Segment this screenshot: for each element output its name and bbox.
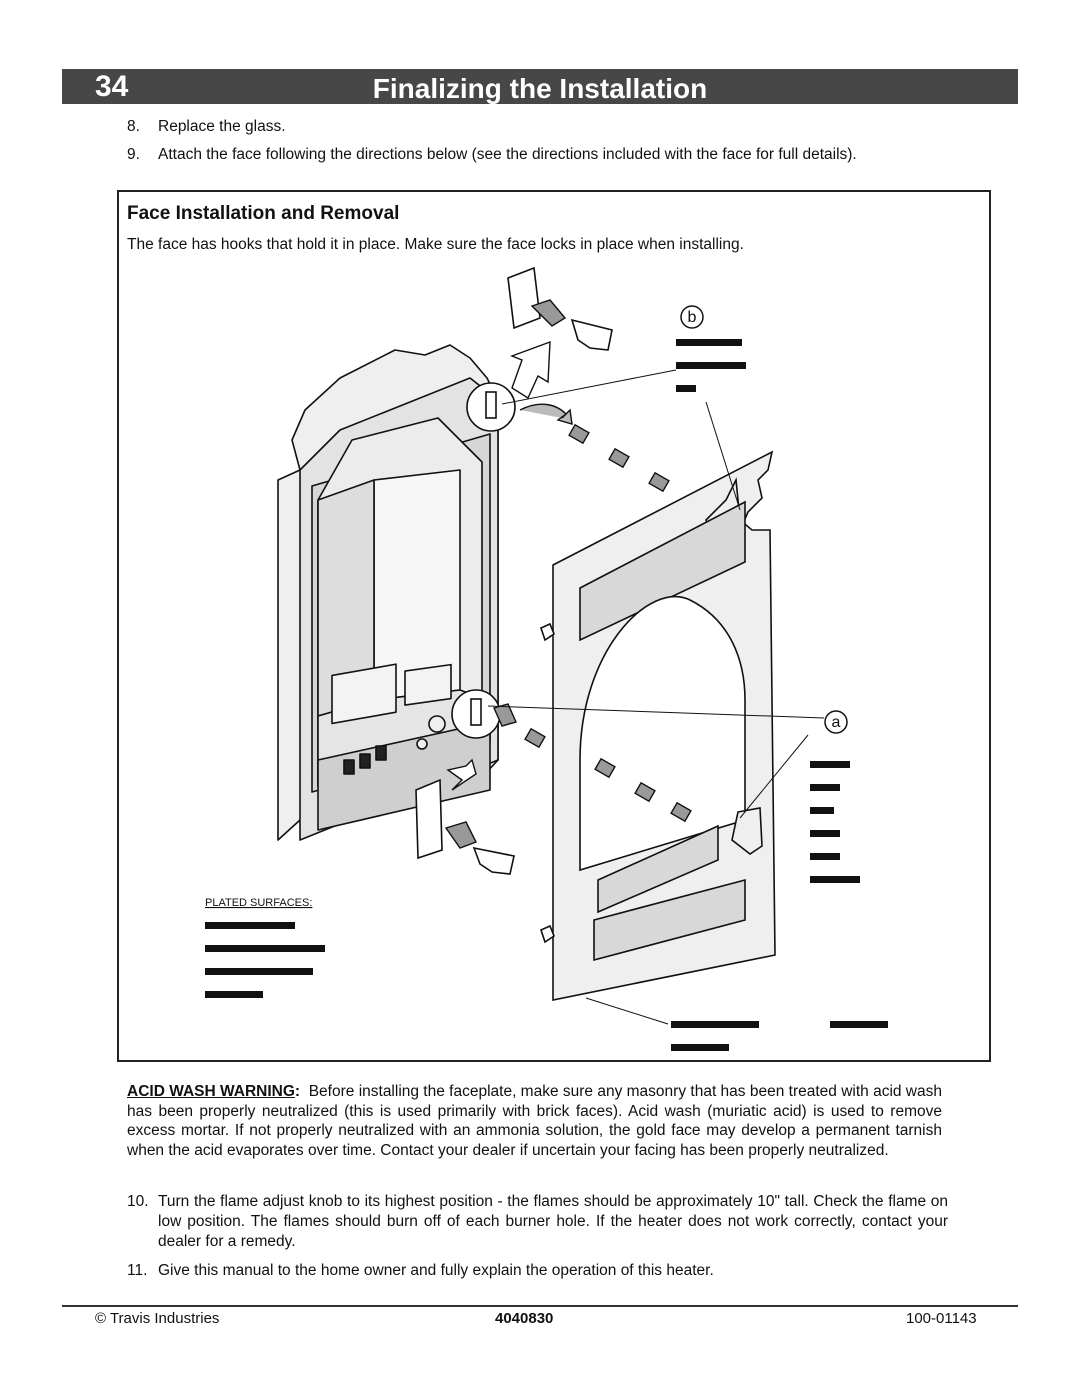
footer-rule xyxy=(62,1305,1018,1307)
footer-part-number: 100-01143 xyxy=(906,1310,977,1327)
face-installation-box xyxy=(117,190,991,1062)
detail-magnifiers xyxy=(451,382,516,739)
step-number: 8. xyxy=(127,118,140,135)
step-item: 8. Replace the glass. xyxy=(127,117,967,137)
illegible-note-marks xyxy=(205,339,888,1051)
step-number: 10. xyxy=(127,1193,149,1210)
face-installation-diagram: b a PLATED SURFACES: xyxy=(205,266,888,1051)
step-item: 9. Attach the face following the directi… xyxy=(127,145,950,185)
install-arrows xyxy=(444,299,692,849)
fireplace-surround xyxy=(277,344,499,841)
step-text: Replace the glass. xyxy=(158,118,286,135)
callout-b: b xyxy=(680,305,704,329)
step-text: Attach the face following the directions… xyxy=(158,146,857,163)
face-hooks xyxy=(415,266,613,944)
acid-wash-warning: ACID WASH WARNING: Before installing the… xyxy=(127,1083,942,1159)
callout-a: a xyxy=(824,710,848,734)
callout-b-label: b xyxy=(688,309,697,326)
callout-a-label: a xyxy=(832,714,841,731)
section-intro: The face has hooks that hold it in place… xyxy=(127,236,744,253)
section-heading: Face Installation and Removal xyxy=(127,203,400,224)
step-text: Give this manual to the home owner and f… xyxy=(158,1262,714,1279)
footer-copyright: © Travis Industries xyxy=(95,1310,220,1327)
leader-lines xyxy=(487,369,825,1025)
warning-label: ACID WASH WARNING xyxy=(127,1083,295,1100)
step-number: 9. xyxy=(127,146,140,163)
page-header: 34 Finalizing the Installation xyxy=(62,69,1018,104)
step-item: 10. Turn the flame adjust knob to its hi… xyxy=(127,1192,950,1252)
step-text: Turn the flame adjust knob to its highes… xyxy=(158,1193,948,1250)
page-title: Finalizing the Installation xyxy=(372,73,708,104)
footer-document-number: 4040830 xyxy=(495,1310,554,1327)
page-number: 34 xyxy=(95,70,129,103)
step-item: 11. Give this manual to the home owner a… xyxy=(127,1261,950,1281)
warning-text: Before installing the faceplate, make su… xyxy=(127,1083,942,1159)
step-number: 11. xyxy=(127,1262,148,1279)
plated-surfaces-label: PLATED SURFACES: xyxy=(205,897,312,909)
face-plate xyxy=(552,450,776,1001)
